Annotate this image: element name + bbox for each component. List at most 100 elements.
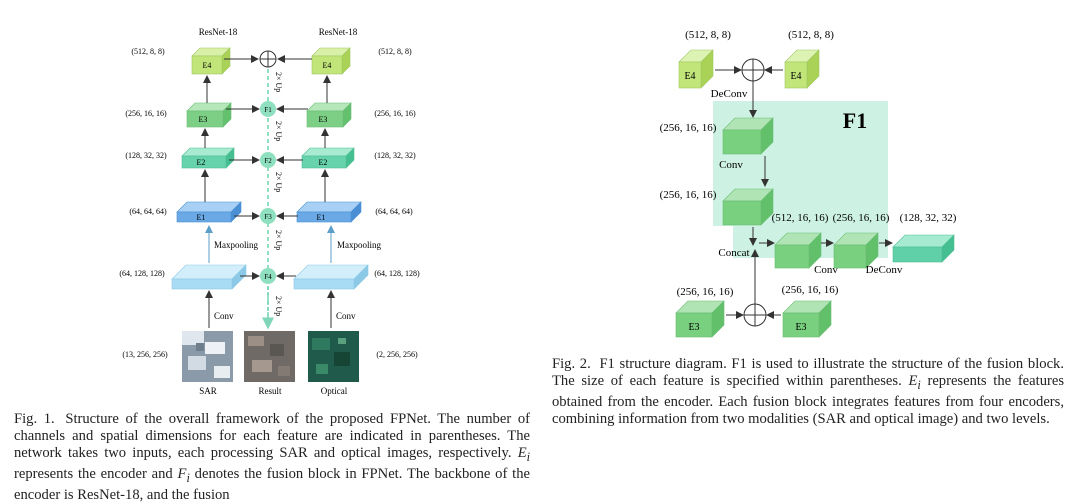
- up-label-1: 2× Up: [274, 72, 283, 92]
- dim-left-e4: (512, 8, 8): [131, 47, 165, 56]
- encoder-e1-right: E1: [296, 201, 362, 223]
- dim-left-e3: (256, 16, 16): [125, 109, 167, 118]
- conv-label-left: Conv: [214, 311, 234, 321]
- f2-e3-right-label: E3: [795, 322, 806, 333]
- f2-deconv-2: DeConv: [866, 264, 903, 276]
- e2-label-left: E2: [197, 158, 206, 167]
- fig1-caption-e: E: [517, 445, 527, 461]
- encoder-e2-right: E2: [301, 147, 355, 169]
- maxpooling-arrows: [205, 225, 335, 263]
- f2-e3-right: E3: [782, 300, 832, 338]
- fig1-caption-f: F: [177, 465, 187, 482]
- dim-e4-right: (512, 8, 8): [788, 29, 834, 41]
- f2-e4-right: E4: [784, 49, 820, 89]
- f2-e3-left-label: E3: [688, 322, 699, 333]
- f2-label: F2: [264, 157, 272, 165]
- f1-title: F1: [843, 108, 867, 133]
- f2-dim-cube1: (256, 16, 16): [660, 122, 717, 134]
- conv-label-right: Conv: [336, 311, 356, 321]
- fig2-caption-e-sub: i: [917, 377, 921, 392]
- fig1-caption-e-sub: i: [526, 449, 530, 464]
- e2-label-right: E2: [319, 158, 328, 167]
- e1-label-right: E1: [317, 213, 326, 222]
- fusion-arrows: [224, 55, 312, 280]
- encoder-e2-left: E2: [181, 147, 235, 169]
- fig2-caption-post: represents the features obtained from th…: [552, 373, 1065, 427]
- fig2-caption-pre: F1 structure diagram. F1 is used to illu…: [552, 356, 1064, 389]
- encoder-e3-right: E3: [306, 102, 352, 128]
- f2-e4-right-label: E4: [790, 71, 801, 82]
- dim-left-e0: (64, 128, 128): [119, 269, 165, 278]
- f3-label: F3: [264, 213, 272, 221]
- f2-conv-2: Conv: [814, 264, 838, 276]
- fig2-caption-e: E: [908, 373, 918, 389]
- figure-2: F1 (512, 8, 8) (512, 8, 8) E4 E4 DeConv: [660, 29, 957, 338]
- e3-label-left: E3: [199, 115, 208, 124]
- f2-conv-1: Conv: [719, 159, 743, 171]
- up-labels: 2× Up 2× Up 2× Up 2× Up 2× Up: [274, 72, 283, 316]
- feature-e0-left: [171, 264, 247, 290]
- e4-label-left: E4: [203, 61, 212, 70]
- sar-image: [182, 331, 233, 382]
- maxpooling-label-left: Maxpooling: [214, 240, 258, 250]
- result-label: Result: [258, 386, 282, 396]
- dim-left-input: (13, 256, 256): [122, 350, 168, 359]
- backbone-label-left: ResNet-18: [199, 27, 238, 37]
- result-image: [244, 331, 295, 382]
- optical-image: [308, 331, 359, 382]
- fusion-node-f3: F3: [260, 208, 276, 224]
- fig1-caption-head: Fig. 1.: [14, 411, 55, 427]
- dim-right-e4: (512, 8, 8): [378, 47, 412, 56]
- dim-left-e2: (128, 32, 32): [125, 151, 167, 160]
- dim-right-e1: (64, 64, 64): [375, 207, 413, 216]
- up-label-5: 2× Up: [274, 296, 283, 316]
- maxpooling-label-right: Maxpooling: [337, 240, 381, 250]
- f2-e4-left-label: E4: [684, 71, 695, 82]
- fig1-caption-pre: Structure of the overall framework of th…: [14, 411, 530, 461]
- dim-right-e2: (128, 32, 32): [374, 151, 416, 160]
- up-label-4: 2× Up: [274, 230, 283, 250]
- dims-right: (512, 8, 8) (256, 16, 16) (128, 32, 32) …: [374, 47, 420, 359]
- f2-dim-e3-right: (256, 16, 16): [782, 284, 839, 296]
- sum-node-top: [259, 50, 277, 68]
- encoder-arrows: [201, 75, 335, 328]
- figure-1: ResNet-18 ResNet-18 E4 E3 E2 E1: [119, 27, 420, 396]
- fig1-caption-f-sub: i: [186, 470, 190, 485]
- f2-dim-cube2: (256, 16, 16): [660, 189, 717, 201]
- fig2-caption-head: Fig. 2.: [552, 356, 591, 372]
- f1-label: F1: [264, 106, 272, 114]
- fusion-node-f2: F2: [260, 152, 276, 168]
- f2-sum-bottom: [726, 249, 781, 327]
- f2-concat: Concat: [718, 247, 749, 259]
- dim-left-e1: (64, 64, 64): [129, 207, 167, 216]
- figure-1-caption: Fig. 1. Structure of the overall framewo…: [14, 411, 530, 504]
- e1-label-left: E1: [197, 213, 206, 222]
- f2-dim-256-b: (256, 16, 16): [833, 212, 890, 224]
- dim-e4-left: (512, 8, 8): [685, 29, 731, 41]
- f2-deconv-top: DeConv: [711, 88, 748, 100]
- f2-cube-conv: [833, 232, 879, 269]
- backbone-label-right: ResNet-18: [319, 27, 358, 37]
- f4-label: F4: [264, 273, 272, 281]
- feature-e0-right: [293, 264, 369, 290]
- e3-label-right: E3: [319, 115, 328, 124]
- optical-label: Optical: [321, 386, 348, 396]
- f2-cube-out: [892, 234, 955, 263]
- dim-right-e0: (64, 128, 128): [374, 269, 420, 278]
- f2-cube-1: [722, 117, 774, 155]
- encoder-e4-left: E4: [191, 47, 231, 75]
- dim-right-e3: (256, 16, 16): [374, 109, 416, 118]
- encoder-e1-left: E1: [176, 201, 242, 223]
- dims-left: (512, 8, 8) (256, 16, 16) (128, 32, 32) …: [119, 47, 168, 359]
- fig1-caption-post: denotes the fusion block in FPNet. The b…: [14, 465, 530, 503]
- fig1-caption-mid: represents the encoder and: [14, 465, 173, 482]
- f2-dim-512: (512, 16, 16): [772, 212, 829, 224]
- f2-e3-left: E3: [675, 300, 725, 338]
- up-label-2: 2× Up: [274, 121, 283, 141]
- dim-right-input: (2, 256, 256): [376, 350, 418, 359]
- encoder-e4-right: E4: [311, 47, 351, 75]
- f2-cube-2: [722, 188, 774, 226]
- figure-2-caption: Fig. 2. F1 structure diagram. F1 is used…: [552, 356, 1064, 428]
- e4-label-right: E4: [323, 61, 332, 70]
